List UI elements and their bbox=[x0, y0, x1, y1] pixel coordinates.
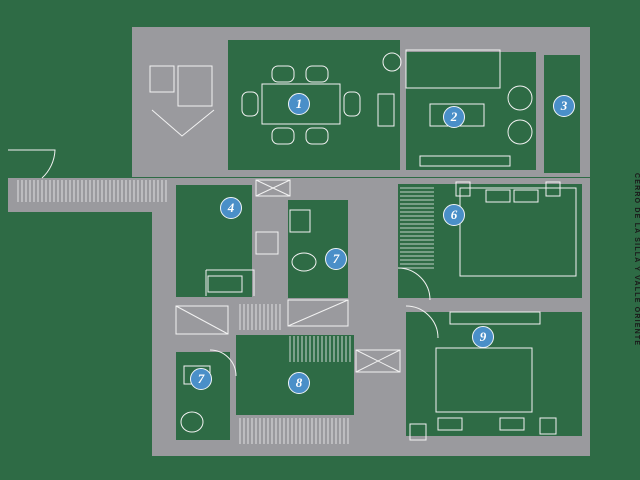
room-marker-3[interactable]: 3 bbox=[553, 95, 575, 117]
entry-door bbox=[8, 149, 56, 179]
nightstand bbox=[409, 423, 427, 441]
fixtures bbox=[8, 49, 577, 441]
closet-hatches bbox=[17, 180, 434, 444]
shower-top bbox=[287, 299, 349, 327]
hatch-hall-bottom bbox=[239, 418, 349, 444]
pillow bbox=[485, 189, 511, 203]
hatch-bed6 bbox=[400, 187, 434, 269]
toilet bbox=[180, 411, 204, 433]
vanity bbox=[289, 209, 311, 233]
dining-table bbox=[261, 83, 341, 125]
bed-9 bbox=[435, 347, 533, 413]
desk bbox=[449, 311, 541, 325]
kitchen-counter bbox=[205, 269, 255, 296]
room-marker-2[interactable]: 2 bbox=[443, 106, 465, 128]
shower-bottom bbox=[175, 305, 229, 335]
bedroom-door bbox=[405, 305, 439, 339]
armchair bbox=[507, 119, 533, 145]
chair bbox=[271, 127, 295, 145]
room-marker-9[interactable]: 9 bbox=[472, 326, 494, 348]
hatch-hall bbox=[239, 304, 281, 330]
shower-bottom-diag bbox=[175, 305, 229, 335]
closet-x bbox=[355, 349, 401, 373]
dryer bbox=[177, 65, 213, 107]
chair bbox=[305, 65, 329, 83]
void-living bbox=[406, 52, 536, 170]
shaft-x bbox=[255, 179, 291, 197]
room-marker-1[interactable]: 1 bbox=[288, 93, 310, 115]
plant bbox=[382, 52, 402, 72]
chair bbox=[343, 91, 361, 117]
nightstand bbox=[539, 417, 557, 435]
void-bed9 bbox=[406, 312, 582, 436]
nightstand bbox=[545, 181, 561, 197]
cooktop bbox=[255, 231, 279, 255]
bath-door bbox=[209, 349, 237, 377]
room-marker-7-bottom[interactable]: 7 bbox=[190, 368, 212, 390]
room-marker-7-top[interactable]: 7 bbox=[325, 248, 347, 270]
room-marker-6[interactable]: 6 bbox=[443, 204, 465, 226]
nightstand bbox=[455, 181, 471, 197]
shaft-x-box bbox=[255, 179, 291, 197]
tv-console bbox=[419, 155, 511, 167]
void-dining bbox=[228, 40, 400, 170]
chair bbox=[241, 91, 259, 117]
void-bath-bottom bbox=[176, 352, 230, 440]
washer bbox=[149, 65, 175, 93]
bed-6 bbox=[459, 187, 577, 277]
room-marker-8[interactable]: 8 bbox=[288, 372, 310, 394]
sink bbox=[207, 275, 243, 293]
chair bbox=[271, 65, 295, 83]
hatch-bath bbox=[289, 336, 351, 362]
room-voids bbox=[176, 40, 582, 440]
pillow bbox=[513, 189, 539, 203]
closet-x-box bbox=[355, 349, 401, 373]
pillow bbox=[499, 417, 525, 431]
entry-corridor-floor bbox=[8, 178, 168, 212]
laundry-doors bbox=[151, 109, 215, 137]
sofa bbox=[405, 49, 501, 89]
sideboard bbox=[377, 93, 395, 127]
pillow bbox=[437, 417, 463, 431]
orientation-label: CERRO DE LA SILLA Y VALLE ORIENTE bbox=[633, 173, 640, 347]
bedroom-door bbox=[397, 267, 431, 301]
void-bed6 bbox=[398, 184, 582, 298]
toilet bbox=[291, 252, 317, 272]
hatch-entry bbox=[17, 180, 167, 202]
chair bbox=[305, 127, 329, 145]
room-marker-4[interactable]: 4 bbox=[220, 197, 242, 219]
armchair bbox=[507, 85, 533, 111]
